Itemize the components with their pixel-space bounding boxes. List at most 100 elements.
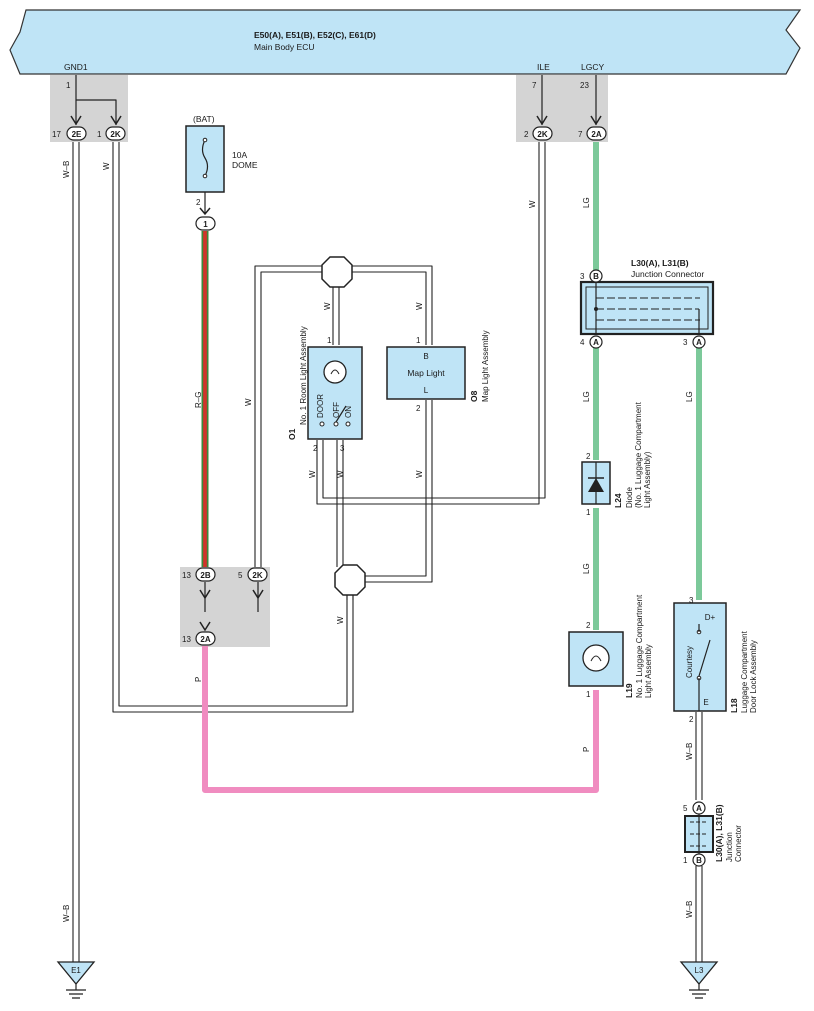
door-lock-name-2: Door Lock Assembly bbox=[749, 640, 758, 713]
fuse-name: DOME bbox=[232, 160, 258, 170]
junction-top-pin-b bbox=[589, 269, 603, 283]
fuse-connector bbox=[195, 216, 216, 231]
junction-bottom-pin-1: 1 bbox=[683, 856, 688, 865]
connector-badges: 2E 2K 17 1 2K 2A 2 7 2B 2K 2A 13 5 13 bbox=[52, 126, 607, 646]
wire-label-lg-low: LG bbox=[582, 563, 591, 574]
wire-label-w-left: W bbox=[102, 162, 111, 170]
ground-e1: E1 bbox=[56, 961, 96, 999]
switch-on-label: ON bbox=[344, 406, 353, 418]
wire-w-ile bbox=[316, 142, 546, 505]
terminal-ile: ILE bbox=[537, 62, 550, 72]
wire-label-lg-right: LG bbox=[685, 391, 694, 402]
luggage-compartment-light: 2 1 L19 No. 1 Luggage Compartment Light … bbox=[568, 594, 653, 699]
o8-pin-1: 1 bbox=[416, 336, 421, 345]
map-light-pin-l: L bbox=[424, 386, 429, 395]
o1-pin-3: 3 bbox=[340, 444, 345, 453]
connector-2a-top-label: 2A bbox=[591, 130, 601, 139]
connector-2k-mid-label: 2K bbox=[252, 571, 262, 580]
wire-w-to-o8 bbox=[350, 265, 433, 345]
mid-arrowheads bbox=[199, 589, 264, 632]
junction-connector-bottom: A B 5 1 L30(A), L31(B) Junction Connecto… bbox=[683, 801, 743, 867]
map-light-label: Map Light bbox=[407, 368, 445, 378]
junction-bottom-pin-a-label: A bbox=[696, 804, 702, 813]
ecu-box bbox=[9, 9, 802, 75]
room-light-bulb bbox=[323, 360, 347, 384]
junction-bottom-name-1: Junction bbox=[725, 832, 734, 862]
fuse-terminal-top bbox=[202, 137, 208, 143]
wire-wb-right bbox=[695, 866, 703, 962]
terminal-gnd1: GND1 bbox=[64, 62, 88, 72]
fuse-dome: (BAT) 10A DOME 2 1 bbox=[185, 114, 258, 231]
junction-top-pin-3: 3 bbox=[580, 272, 585, 281]
pin-7-lgcy: 7 bbox=[578, 130, 583, 139]
junction-top-pin-a-right-label: A bbox=[696, 338, 702, 347]
switch-contact-on bbox=[345, 421, 351, 427]
door-lock-name-1: Luggage Compartment bbox=[740, 630, 749, 713]
door-lock-pin-e: E bbox=[703, 698, 708, 707]
junction-top-node bbox=[594, 307, 598, 311]
wire-label-lg-top: LG bbox=[582, 197, 591, 208]
wire-wb-left bbox=[72, 142, 80, 962]
o1-pin-2: 2 bbox=[313, 444, 318, 453]
room-light-filament bbox=[330, 369, 340, 375]
ground-l3-label: L3 bbox=[695, 966, 704, 975]
courtesy-switch-lever bbox=[698, 624, 711, 711]
splice-bottom bbox=[334, 564, 366, 596]
l19-pin-2: 2 bbox=[586, 621, 591, 630]
wire-label-lg-mid: LG bbox=[582, 391, 591, 402]
map-light-name: Map Light Assembly bbox=[481, 330, 490, 402]
fuse-terminal-bottom bbox=[202, 173, 208, 179]
wire-label-w-mid: W bbox=[244, 398, 253, 406]
pin-1-left: 1 bbox=[97, 130, 102, 139]
wire-label-w-o8-2: W bbox=[415, 470, 424, 478]
wire-label-w-o1-2: W bbox=[308, 470, 317, 478]
wire-label-wb-l18: W–B bbox=[685, 743, 694, 760]
map-light-pin-b: B bbox=[423, 352, 428, 361]
room-light-assembly: DOOR OFF ON O1 No. 1 Room Light Assembly… bbox=[287, 326, 363, 453]
pin-17: 17 bbox=[52, 130, 61, 139]
switch-contact-door bbox=[319, 421, 325, 427]
wire-label-w-right-loop: W bbox=[336, 616, 345, 624]
junction-top-box bbox=[579, 280, 715, 336]
junction-top-pin-a-left-label: A bbox=[593, 338, 599, 347]
wire-w-left-loop bbox=[112, 142, 354, 713]
diode-name-1: Diode bbox=[625, 487, 634, 508]
luggage-light-name-2: Light Assembly bbox=[644, 644, 653, 698]
l19-pin-1: 1 bbox=[586, 690, 591, 699]
diode-pin-2: 2 bbox=[586, 452, 591, 461]
gnd1-split-line bbox=[75, 75, 117, 125]
fuse-rating: 10A bbox=[232, 150, 247, 160]
door-lock-box bbox=[673, 602, 727, 712]
wire-label-w-o1-3: W bbox=[336, 470, 345, 478]
connector-2k-right-label: 2K bbox=[537, 130, 547, 139]
connector-2b bbox=[195, 567, 216, 582]
map-light-code: O8 bbox=[469, 390, 479, 402]
junction-bottom-pin-b bbox=[692, 853, 706, 867]
ground-l3-earth bbox=[689, 984, 709, 999]
connector-2k-left-label: 2K bbox=[110, 130, 120, 139]
junction-top-pin-3-right: 3 bbox=[683, 338, 688, 347]
junction-connector-top: L30(A), L31(B) Junction Connector B A A … bbox=[579, 258, 715, 349]
ecu-subtitle: Main Body ECU bbox=[254, 42, 314, 52]
diode: 2 1 L24 Diode (No. 1 Luggage Compartment… bbox=[581, 401, 652, 517]
top-arrowheads bbox=[70, 115, 602, 126]
wire-label-p-left: P bbox=[194, 677, 203, 682]
connector-2a-bottom bbox=[195, 631, 216, 646]
connector-2k-mid bbox=[247, 567, 268, 582]
wire-w-mid bbox=[254, 265, 322, 567]
junction-top-code: L30(A), L31(B) bbox=[631, 258, 689, 268]
diode-symbol bbox=[588, 478, 604, 492]
fuse-pin-2: 2 bbox=[196, 198, 201, 207]
wire-wb-l18 bbox=[695, 712, 703, 800]
luggage-light-name-1: No. 1 Luggage Compartment bbox=[635, 594, 644, 698]
pin-2-ile: 2 bbox=[524, 130, 529, 139]
switch-lever bbox=[335, 405, 347, 423]
diode-code: L24 bbox=[613, 493, 623, 508]
wire-label-p-right: P bbox=[582, 747, 591, 752]
wire-label-w-ile: W bbox=[528, 200, 537, 208]
l18-pin-2: 2 bbox=[689, 715, 694, 724]
luggage-light-code: L19 bbox=[624, 683, 634, 698]
wire-label-rg: R–G bbox=[194, 392, 203, 408]
wire-o1-pin2 bbox=[316, 440, 324, 478]
map-light-box bbox=[386, 346, 466, 400]
